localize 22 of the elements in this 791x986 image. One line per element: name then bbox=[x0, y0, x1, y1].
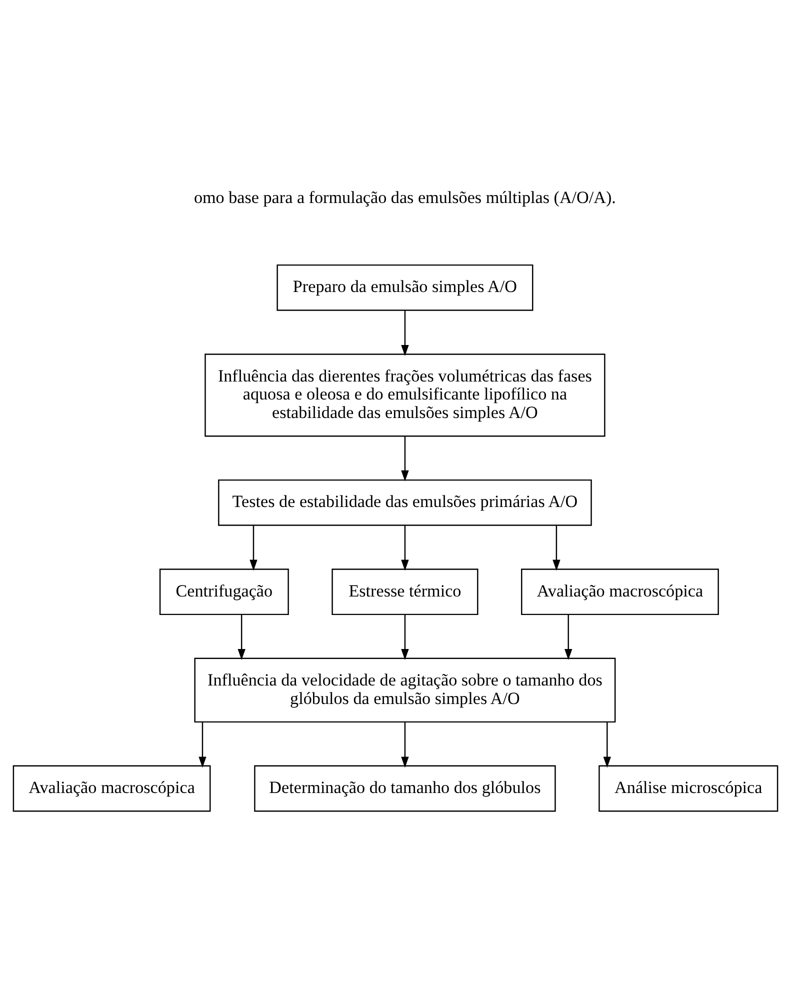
arrow bbox=[552, 525, 560, 570]
node-box: Estresse térmico bbox=[332, 568, 478, 615]
node-box: Influência das dierentes frações volumétricas das fases aquosa e oleosa e do emulsificante lipofílico na estabilidade das emulsões simples A/O bbox=[204, 353, 606, 436]
node-box: Avaliação macroscópica bbox=[12, 764, 211, 812]
label: omo base para a formulação das emulsões múltiplas (A/O/A). bbox=[194, 188, 616, 207]
node-box: Avaliação macroscópica bbox=[521, 568, 719, 615]
arrow bbox=[401, 722, 409, 768]
arrow bbox=[238, 614, 246, 660]
arrow bbox=[401, 614, 409, 660]
arrow bbox=[564, 614, 572, 660]
node-box: Análise microscópica bbox=[598, 764, 778, 812]
node-box: Testes de estabilidade das emulsões primárias A/O bbox=[218, 478, 592, 526]
arrow bbox=[603, 722, 611, 768]
arrow bbox=[401, 310, 409, 356]
node-box: Preparo da emulsão simples A/O bbox=[276, 264, 534, 310]
node-box: Determinação do tamanho dos glóbulos bbox=[254, 764, 556, 812]
arrow bbox=[401, 436, 409, 481]
arrow bbox=[250, 525, 258, 570]
node-box: Centrifugação bbox=[159, 568, 289, 615]
arrow bbox=[401, 525, 409, 570]
node-box: Influência da velocidade de agitação sobre o tamanho dos glóbulos da emulsão simples A/O bbox=[194, 657, 616, 722]
arrow bbox=[198, 722, 206, 768]
